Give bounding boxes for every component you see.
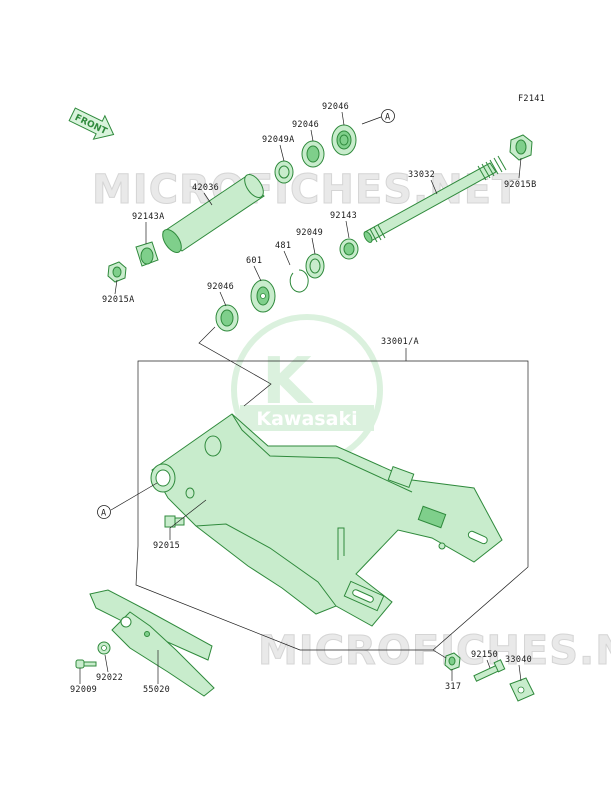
bearing-92046-top bbox=[331, 124, 357, 156]
watermark-text-bottom: MICROFICHES.NET bbox=[258, 628, 611, 674]
cap-92143 bbox=[339, 238, 359, 260]
leader-bearing-to-pivot bbox=[198, 326, 272, 407]
circlip-481 bbox=[289, 269, 309, 293]
chain-guide-55020 bbox=[89, 589, 215, 697]
label-92015b: 92015B bbox=[504, 180, 537, 190]
label-92150: 92150 bbox=[471, 650, 498, 660]
label-92009: 92009 bbox=[70, 685, 97, 695]
label-92046-top: 92046 bbox=[322, 102, 349, 112]
cap-92143a bbox=[135, 241, 159, 267]
kawasaki-name: Kawasaki bbox=[256, 408, 357, 430]
pivot-shaft-33032 bbox=[363, 155, 507, 243]
label-92015a: 92015A bbox=[102, 295, 135, 305]
front-arrow-icon: FRONT bbox=[68, 107, 115, 140]
label-33001a: 33001/A bbox=[381, 337, 419, 347]
swingarm-33001 bbox=[150, 413, 503, 627]
label-92046-mid: 92046 bbox=[292, 120, 319, 130]
label-92049a: 92049A bbox=[262, 135, 295, 145]
bolt-92015 bbox=[164, 515, 185, 528]
bearing-92046-low bbox=[215, 304, 239, 332]
label-92143a: 92143A bbox=[132, 212, 165, 222]
pivot-tube-42036 bbox=[162, 174, 265, 253]
figure-code: F2141 bbox=[518, 94, 545, 104]
nut-92015a bbox=[107, 261, 127, 283]
label-42036: 42036 bbox=[192, 183, 219, 193]
label-33040: 33040 bbox=[505, 655, 532, 665]
label-92143: 92143 bbox=[330, 211, 357, 221]
label-92015: 92015 bbox=[153, 541, 180, 551]
callout-a-top bbox=[381, 109, 395, 123]
callout-a-top-label: A bbox=[385, 113, 390, 123]
label-317: 317 bbox=[445, 682, 461, 692]
label-92022: 92022 bbox=[96, 673, 123, 683]
callout-a-left-label: A bbox=[101, 509, 106, 519]
nut-92015b bbox=[509, 134, 533, 161]
adjuster-block-33040 bbox=[509, 677, 535, 702]
label-92046-low: 92046 bbox=[207, 282, 234, 292]
label-481: 481 bbox=[275, 241, 291, 251]
collar-92049a bbox=[274, 160, 294, 184]
screw-92009 bbox=[75, 659, 97, 669]
label-601: 601 bbox=[246, 256, 262, 266]
label-92049: 92049 bbox=[296, 228, 323, 238]
bearing-92046-mid bbox=[301, 140, 325, 168]
bolt-92150 bbox=[473, 659, 506, 682]
ball-bearing-601 bbox=[250, 279, 276, 313]
collar-92049 bbox=[305, 253, 325, 279]
label-55020: 55020 bbox=[143, 685, 170, 695]
callout-a-left bbox=[97, 505, 111, 519]
assembly-frame bbox=[135, 348, 529, 651]
washer-92022 bbox=[97, 641, 111, 655]
nut-317 bbox=[444, 652, 461, 671]
label-33032: 33032 bbox=[408, 170, 435, 180]
